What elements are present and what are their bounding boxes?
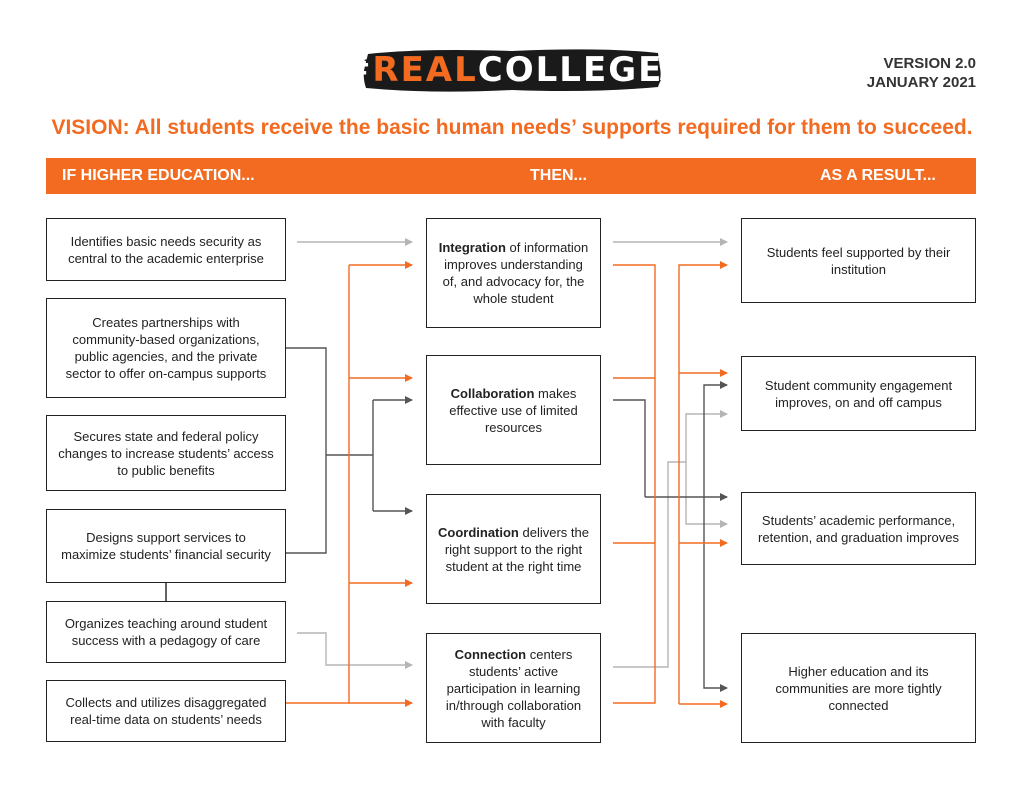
column-header-if: IF HIGHER EDUCATION... <box>62 167 255 184</box>
collaboration-title: Collaboration <box>450 385 535 401</box>
version-info: VERSION 2.0 JANUARY 2021 <box>867 54 976 92</box>
coordination-text: delivers the right support to the right … <box>444 524 589 574</box>
column-header-result: AS A RESULT... <box>820 167 936 184</box>
bracket-inputs-2-4 <box>286 347 327 554</box>
input-box-support-services: Designs support services to maximize stu… <box>46 509 286 583</box>
result-box-academic: Students’ academic performance, retentio… <box>741 492 976 565</box>
result-box-connected: Higher education and its communities are… <box>741 633 976 743</box>
input-box-policy: Secures state and federal policy changes… <box>46 415 286 491</box>
version-date: JANUARY 2021 <box>866 74 976 91</box>
arrow-connection-result3 <box>685 462 728 528</box>
arrow-connection-result2 <box>613 410 728 668</box>
middle-box-integration: Integration of information improves unde… <box>426 218 601 328</box>
result-box-supported: Students feel supported by their institu… <box>741 218 976 303</box>
integration-text: of information improves understanding of… <box>442 240 589 306</box>
middle-box-connection: Connection centers students’ active part… <box>426 633 601 743</box>
arrow-input6-middle <box>286 265 350 704</box>
logo-hash: # <box>341 50 373 90</box>
middle-box-coordination: Coordination delivers the right support … <box>426 494 601 604</box>
input-box-partnerships: Creates partnerships with community-base… <box>46 298 286 398</box>
logo-accent-text: REAL <box>372 50 478 90</box>
column-header-banner: IF HIGHER EDUCATION... THEN... AS A RESU… <box>46 158 976 194</box>
logo-rest-text: COLLEGE <box>477 50 664 90</box>
connection-text: centers students’ active participation i… <box>445 646 582 730</box>
column-header-then: THEN... <box>530 167 587 184</box>
arrow-middle-results-orange <box>613 264 656 704</box>
integration-title: Integration <box>438 240 506 255</box>
version-number: VERSION 2.0 <box>883 55 976 72</box>
result-box-engagement: Student community engagement improves, o… <box>741 356 976 431</box>
coordination-title: Coordination <box>438 524 519 540</box>
realcollege-logo: # REAL COLLEGE TM <box>342 46 682 94</box>
arrow-collaboration-results <box>613 399 646 497</box>
arrow-input5-connection <box>297 632 413 669</box>
middle-box-collaboration: Collaboration makes effective use of lim… <box>426 355 601 465</box>
input-box-basic-needs: Identifies basic needs security as centr… <box>46 218 286 281</box>
collaboration-text: makes effective use of limited resources <box>449 385 578 435</box>
logo-trademark: TM <box>665 64 683 76</box>
input-box-teaching: Organizes teaching around student succes… <box>46 601 286 663</box>
vision-statement: VISION: All students receive the basic h… <box>51 116 973 139</box>
input-box-data: Collects and utilizes disaggregated real… <box>46 680 286 742</box>
brush-stroke-background <box>363 49 661 92</box>
connection-title: Connection <box>454 646 527 662</box>
